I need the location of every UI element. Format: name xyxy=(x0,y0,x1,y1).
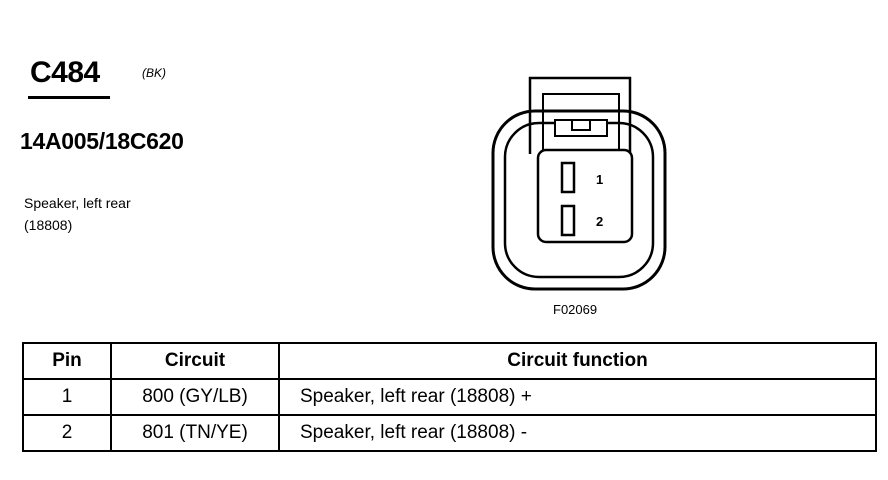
table-row: 2 801 (TN/YE) Speaker, left rear (18808)… xyxy=(22,414,877,452)
connector-latch xyxy=(528,76,632,154)
cell-pin: 1 xyxy=(22,378,112,416)
connector-id: C484 xyxy=(30,56,100,89)
connector-pin-face xyxy=(536,148,634,244)
cell-pin: 2 xyxy=(22,414,112,452)
cell-circuit: 801 (TN/YE) xyxy=(110,414,280,452)
pin-table: Pin Circuit Circuit function 1 800 (GY/L… xyxy=(22,342,877,452)
description-line-2: (18808) xyxy=(24,217,73,233)
cell-circuit-function: Speaker, left rear (18808) + xyxy=(278,378,877,416)
pin-2-label: 2 xyxy=(596,214,604,229)
header-circuit-function: Circuit function xyxy=(278,342,877,380)
description-line-1: Speaker, left rear xyxy=(24,195,131,211)
connector-latch-inner xyxy=(542,93,620,154)
connector-latch-notch xyxy=(571,119,591,131)
pin-2-slot xyxy=(560,204,576,237)
pin-1-slot xyxy=(560,161,576,194)
table-header-row: Pin Circuit Circuit function xyxy=(22,342,877,380)
cell-circuit-function: Speaker, left rear (18808) - xyxy=(278,414,877,452)
table-row: 1 800 (GY/LB) Speaker, left rear (18808)… xyxy=(22,378,877,416)
pin-1-label: 1 xyxy=(596,172,604,187)
figure-label: F02069 xyxy=(553,302,598,317)
part-numbers: 14A005/18C620 xyxy=(20,128,184,154)
connector-id-underline xyxy=(28,96,110,99)
connector-outer-shell xyxy=(491,109,667,291)
header-circuit: Circuit xyxy=(110,342,280,380)
header-pin: Pin xyxy=(22,342,112,380)
cell-circuit: 800 (GY/LB) xyxy=(110,378,280,416)
connector-face-diagram xyxy=(491,76,667,291)
color-code: (BK) xyxy=(142,66,166,80)
